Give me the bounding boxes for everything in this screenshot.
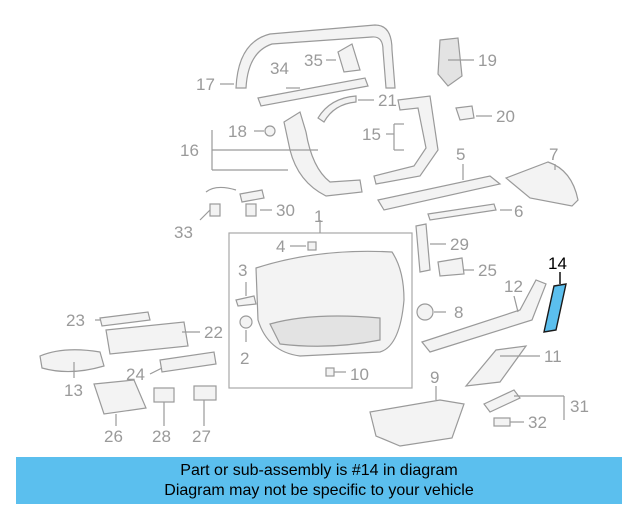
- info-banner: Part or sub-assembly is #14 in diagram D…: [16, 457, 622, 504]
- part-4-clip: [307, 241, 317, 251]
- callout-11: 11: [544, 347, 562, 366]
- banner-line-2: Diagram may not be specific to your vehi…: [164, 482, 474, 499]
- callout-16: 16: [180, 141, 199, 160]
- part-9-console: [369, 399, 465, 447]
- callout-34: 34: [270, 59, 289, 78]
- part-13-armrest: [39, 349, 105, 373]
- callout-15: 15: [362, 125, 381, 144]
- part-30-top: [239, 189, 265, 203]
- callout-6: 6: [514, 202, 523, 221]
- callout-8: 8: [454, 303, 463, 322]
- callout-10: 10: [350, 365, 369, 384]
- callout-3: 3: [238, 261, 247, 280]
- leader-lines: [73, 59, 565, 426]
- part-25: [437, 257, 465, 277]
- part-8-speaker-grille: [416, 303, 434, 321]
- part-28: [153, 387, 175, 403]
- part-7-panel: [504, 161, 579, 207]
- callout-30: 30: [276, 201, 295, 220]
- callout-19: 19: [478, 51, 497, 70]
- parts-diagram: 1 2 3 4 5 6 7 8 9 10 11 12 13 14 15 16 1…: [39, 24, 589, 447]
- part-30: [245, 203, 257, 217]
- callout-26: 26: [104, 427, 123, 446]
- part-21-trim: [317, 95, 357, 123]
- part-29: [415, 223, 431, 273]
- part-14-highlighted: [543, 283, 567, 333]
- callout-20: 20: [496, 107, 515, 126]
- callout-22: 22: [204, 323, 223, 342]
- part-3: [235, 295, 257, 307]
- part-15-frame: [373, 95, 439, 185]
- part-12-armrest: [420, 279, 547, 353]
- callout-33: 33: [174, 223, 193, 242]
- callout-1: 1: [314, 207, 323, 226]
- part-24: [159, 351, 217, 373]
- part-26-switch-block: [93, 379, 147, 415]
- part-27: [193, 385, 217, 401]
- callout-9: 9: [430, 368, 439, 387]
- callout-7: 7: [549, 145, 558, 164]
- callout-17: 17: [196, 75, 215, 94]
- callout-24: 24: [126, 365, 145, 384]
- part-20: [455, 105, 475, 121]
- callout-27: 27: [192, 427, 211, 446]
- callout-21: 21: [378, 91, 397, 110]
- part-17-window-frame: [235, 24, 396, 89]
- part-5-trim: [377, 175, 502, 211]
- part-34-strip: [257, 77, 369, 107]
- part-19-mirror-mount: [437, 37, 463, 87]
- part-2: [239, 315, 253, 329]
- callout-4: 4: [276, 237, 285, 256]
- callout-5: 5: [456, 145, 465, 164]
- part-11: [464, 345, 528, 387]
- callout-31: 31: [570, 397, 589, 416]
- part-33-connector: [209, 203, 221, 217]
- banner-line-1: Part or sub-assembly is #14 in diagram: [180, 462, 458, 479]
- callout-14: 14: [548, 254, 567, 273]
- part-1-pocket: [269, 315, 381, 347]
- callout-13: 13: [64, 381, 83, 400]
- callout-12: 12: [504, 277, 523, 296]
- part-6-strip: [427, 203, 497, 221]
- part-32: [493, 417, 511, 427]
- part-35-bracket: [337, 43, 361, 73]
- callout-18: 18: [228, 122, 247, 141]
- callout-29: 29: [450, 235, 469, 254]
- callout-23: 23: [66, 311, 85, 330]
- part-31: [483, 389, 521, 413]
- part-23: [99, 311, 151, 327]
- callout-28: 28: [152, 427, 171, 446]
- part-16-door-frame: [283, 111, 363, 197]
- part-33-harness: [205, 186, 237, 193]
- callout-32: 32: [528, 413, 547, 432]
- part-22-switch-panel: [105, 321, 189, 355]
- callout-35: 35: [304, 51, 323, 70]
- callout-25: 25: [478, 261, 497, 280]
- callout-2: 2: [240, 349, 249, 368]
- part-10: [325, 367, 335, 377]
- part-18-clip: [264, 125, 276, 137]
